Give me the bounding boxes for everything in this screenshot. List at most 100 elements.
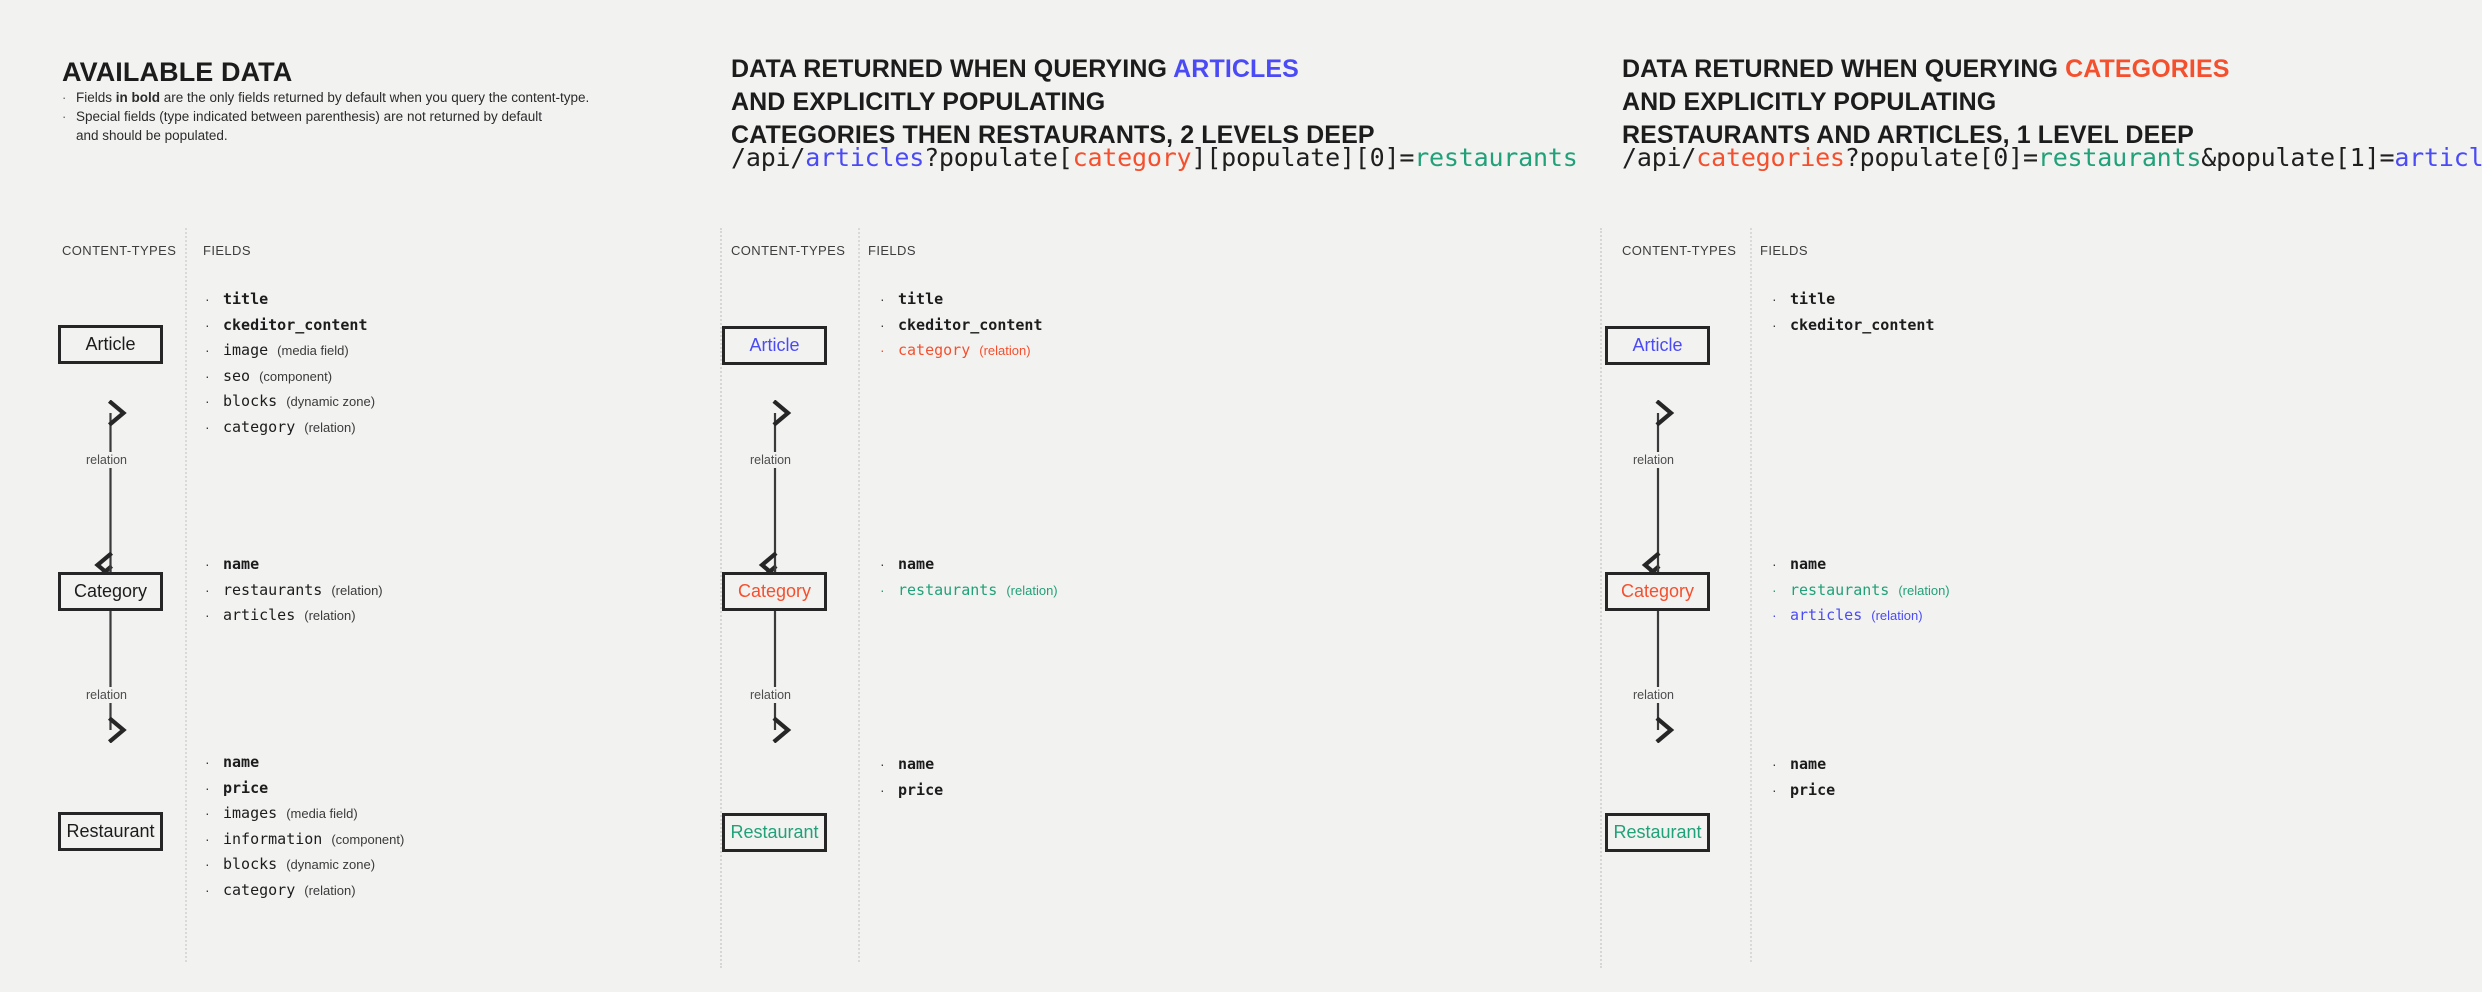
bullet-icon: · [205,881,210,898]
column-label-fields: FIELDS [1760,243,1808,258]
bullet-icon: · [1772,291,1777,307]
field-type: (dynamic zone) [286,857,376,872]
legend-note-text: Fields in bold are the only fields retur… [76,90,590,105]
field-type: (dynamic zone) [286,394,376,409]
url-part-restaurants: restaurants [1414,143,1578,172]
field-name: category [898,341,971,359]
field-name: articles [223,606,296,624]
node-restaurant[interactable]: Restaurant [1605,813,1710,852]
node-label: Category [73,581,148,601]
field-name: ckeditor_content [223,315,368,334]
node-article[interactable]: Article [1605,326,1710,365]
field-name: images [223,804,278,822]
node-article[interactable]: Article [58,325,163,364]
field-name: restaurants [898,580,998,599]
column-divider [858,228,860,962]
node-restaurant[interactable]: Restaurant [58,812,163,851]
field-row: ·blocks(dynamic zone) [205,389,375,415]
field-row: ·category(relation) [880,338,1043,364]
field-type: (relation) [979,343,1031,358]
field-type: (media field) [277,343,349,358]
bullet-icon: · [205,556,210,572]
field-name: name [223,555,260,573]
bullet-icon: · [880,581,885,598]
field-type: (relation) [1898,582,1950,598]
bullet-icon: · [880,291,885,307]
field-name: name [898,755,935,773]
node-category[interactable]: Category [722,572,827,611]
bullet-icon: · [1772,756,1777,772]
field-row: · name [1772,752,1835,778]
legend-note: · Fields in bold are the only fields ret… [62,88,622,107]
legend-note-text: and should be populated. [76,128,228,143]
field-row: ·price [205,776,404,802]
legend-note-text: Special fields (type indicated between p… [76,109,543,124]
url-part-base: /api/ [1622,143,1697,172]
field-group-article: ·title ·ckeditor_content ·image(media fi… [205,287,375,440]
url-part-category: category [1072,143,1192,172]
field-group-category: · name ·restaurants(relation) ·articles(r… [205,552,383,629]
url-part-populate: ?populate[0]= [1844,143,2038,172]
field-row: ·articles(relation) [205,603,383,629]
node-category[interactable]: Category [1605,572,1710,611]
bullet-icon: · [880,556,885,572]
field-type: (component) [259,368,333,384]
url-part-populate2: ][populate][0]= [1191,143,1415,172]
bullet-icon: · [62,109,67,124]
field-row: ·price [1772,778,1835,804]
bullet-icon: · [1772,556,1777,572]
field-row: ·title [205,287,375,313]
field-row: · title [880,287,1043,313]
column-label-content-types: CONTENT-TYPES [62,243,177,258]
field-name: title [1790,290,1836,308]
bullet-icon: · [205,856,210,872]
bullet-icon: · [205,805,210,821]
field-row: · category (relation) [205,415,375,441]
bullet-icon: · [880,316,885,333]
node-restaurant[interactable]: Restaurant [722,813,827,852]
bullet-icon: · [205,418,210,435]
node-article[interactable]: Article [722,326,827,365]
field-group-article: ·title ·ckeditor_content ·category(relat… [880,287,1043,364]
heading-line1-prefix: DATA RETURNED WHEN QUERYING [1622,54,2066,83]
field-name: name [1790,755,1827,773]
bullet-icon: · [205,316,210,333]
url-part-restaurants: restaurants [2037,143,2202,172]
field-row: ·price [880,778,943,804]
field-name: name [898,555,935,573]
url-part-articles: articles [805,143,925,172]
bullet-icon: · [205,581,210,598]
panel-divider [1600,228,1602,968]
panel-divider [720,228,722,968]
field-name: name [223,753,260,771]
field-row: ·images(media field) [205,801,404,827]
field-name: blocks [223,855,278,873]
relation-label: relation [82,687,131,703]
field-row: · blocks (dynamic zone) [205,852,404,878]
field-group-article: ·title ·ckeditor_content [1772,287,1935,338]
bullet-icon: · [205,367,210,384]
bullet-icon: · [62,90,67,105]
panel-heading: AVAILABLE DATA [62,56,292,89]
field-type: (relation) [304,419,356,435]
column-label-fields: FIELDS [203,243,251,258]
field-name: category [223,417,296,436]
field-name: title [898,290,944,308]
node-category[interactable]: Category [58,572,163,611]
field-row: ·name [205,750,404,776]
panel-query-categories: DATA RETURNED WHEN QUERYING CATEGORIES A… [1600,0,2482,992]
field-group-category: ·name ·restaurants(relation) ·articles(r… [1772,552,1950,629]
relation-label: relation [1629,687,1678,703]
node-label: Restaurant [1613,822,1702,842]
field-name: ckeditor_content [1790,315,1935,334]
field-row: ·articles(relation) [1772,603,1950,629]
legend-note-continuation: and should be populated. [62,126,622,145]
node-label: Article [1632,335,1683,355]
bullet-icon: · [1772,581,1777,598]
field-row: · ckeditor_content [205,313,375,339]
field-name: restaurants [1790,580,1890,599]
field-row: ·restaurants(relation) [205,578,383,604]
url-part-populate: ?populate[ [924,143,1073,172]
column-divider [1750,228,1752,962]
relation-label: relation [1629,452,1678,468]
